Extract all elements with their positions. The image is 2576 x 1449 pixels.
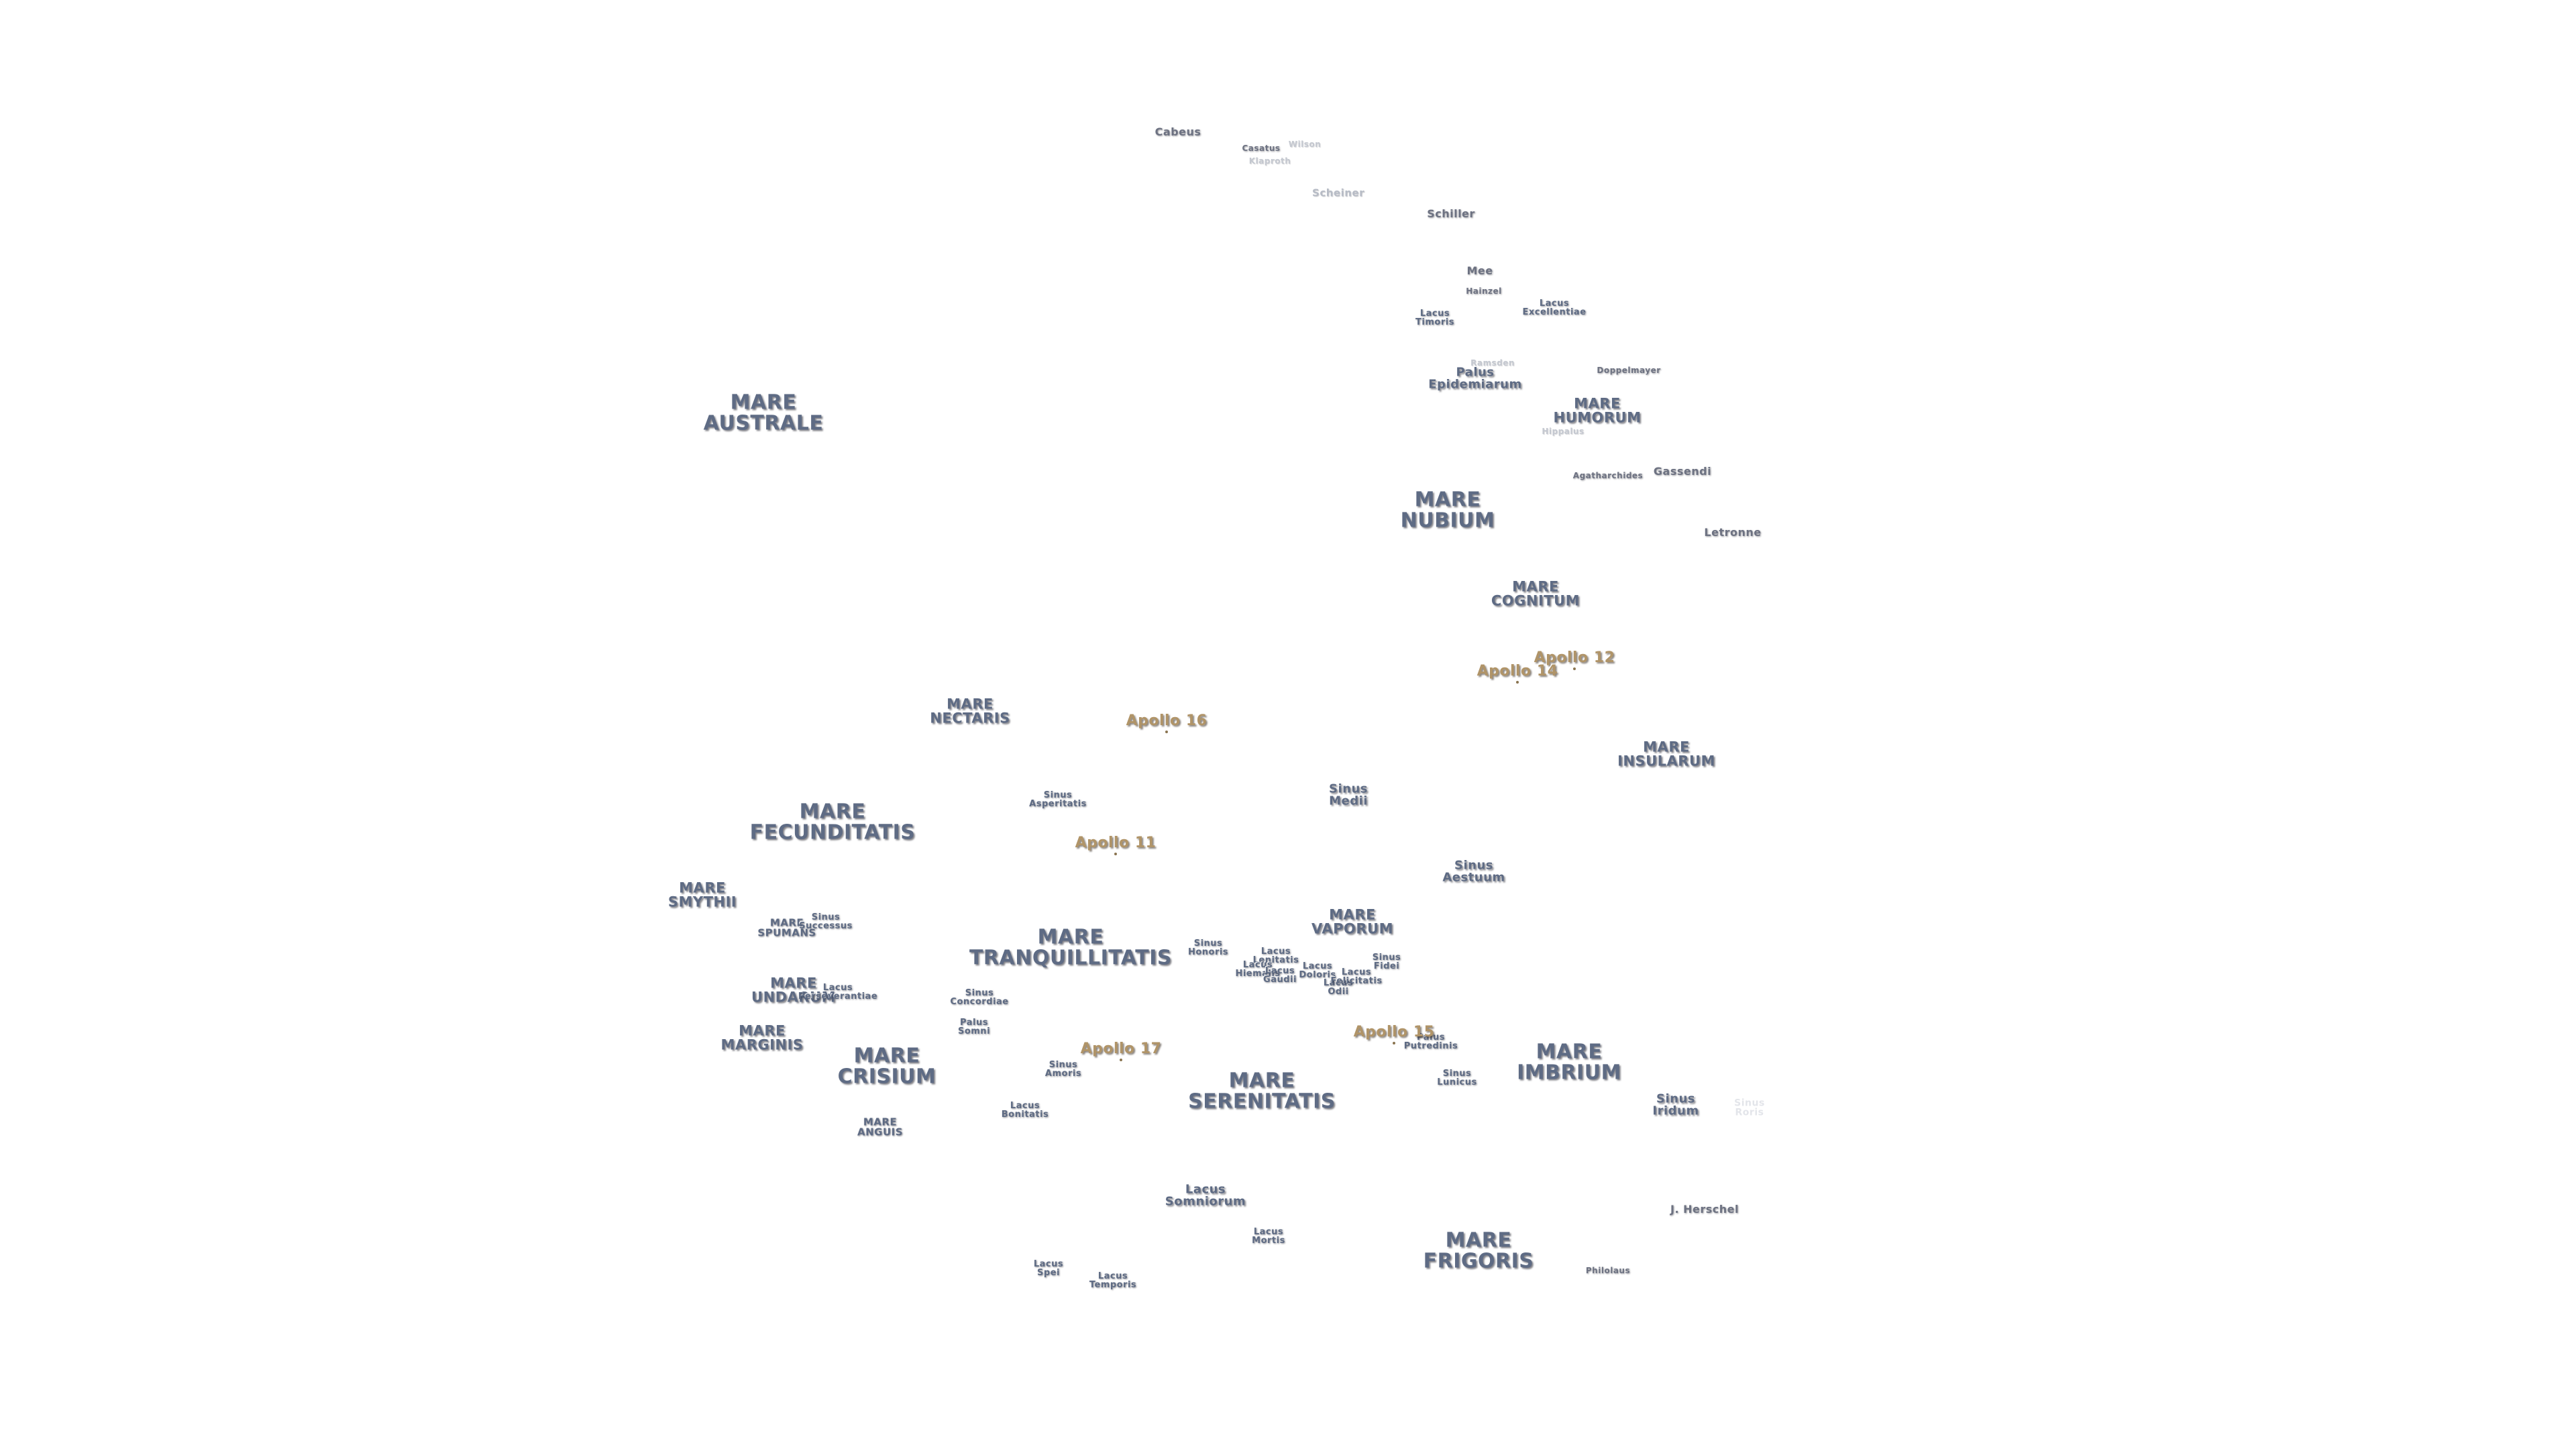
feature-label-sinus-honoris: Sinus Honoris bbox=[1187, 938, 1229, 957]
landing-site-label-apollo-12: Apollo 12 bbox=[1534, 649, 1615, 666]
feature-label-mare-nectaris: MARE NECTARIS bbox=[930, 696, 1010, 727]
feature-label-lacus-bonitatis: Lacus Bonitatis bbox=[1001, 1100, 1049, 1120]
feature-label-agatharchides: Agatharchides bbox=[1572, 470, 1644, 480]
feature-label-palus-putredinis: Palus Putredinis bbox=[1403, 1032, 1458, 1051]
feature-label-lacus-felicitatis: Lacus Felicitatis bbox=[1330, 967, 1383, 986]
feature-label-lacus-somniorum: Lacus Somniorum bbox=[1165, 1182, 1246, 1209]
feature-label-sinus-medii: Sinus Medii bbox=[1329, 782, 1368, 808]
feature-label-sinus-fidei: Sinus Fidei bbox=[1372, 952, 1401, 971]
feature-label-mare-undarum: MARE UNDARUM bbox=[751, 975, 836, 1006]
feature-label-wilson: Wilson bbox=[1288, 139, 1322, 149]
feature-label-lacus-excellentiae: Lacus Excellentiae bbox=[1522, 298, 1587, 317]
feature-label-mare-fecunditatis: MARE FECUNDITATIS bbox=[749, 800, 916, 844]
landing-site-marker-apollo-14 bbox=[1516, 681, 1519, 684]
feature-label-sinus-successus: Sinus Successus bbox=[799, 912, 853, 931]
feature-label-hainzel: Hainzel bbox=[1466, 286, 1502, 296]
feature-label-mare-frigoris: MARE FRIGORIS bbox=[1423, 1228, 1534, 1273]
landing-site-marker-apollo-12 bbox=[1573, 667, 1576, 670]
landing-site-label-apollo-15: Apollo 15 bbox=[1353, 1023, 1435, 1040]
feature-label-mare-marginis: MARE MARGINIS bbox=[720, 1022, 804, 1053]
landing-site-label-apollo-17: Apollo 17 bbox=[1080, 1040, 1162, 1057]
feature-label-lacus-hiemalis: Lacus Hiemalis bbox=[1235, 959, 1281, 979]
feature-label-cabeus: Cabeus bbox=[1155, 125, 1201, 138]
feature-label-mare-crisium: MARE CRISIUM bbox=[837, 1044, 936, 1088]
landing-site-marker-apollo-17 bbox=[1120, 1059, 1122, 1061]
feature-label-letronne: Letronne bbox=[1704, 525, 1762, 539]
landing-site-marker-apollo-16 bbox=[1165, 731, 1168, 733]
feature-label-mare-nubium: MARE NUBIUM bbox=[1400, 488, 1495, 532]
landing-site-label-apollo-11: Apollo 11 bbox=[1075, 834, 1157, 851]
feature-label-mare-spumans: MARE SPUMANS bbox=[757, 916, 816, 939]
feature-label-palus-epidemiarum: Palus Epidemiarum bbox=[1428, 365, 1522, 392]
feature-label-mare-cognitum: MARE COGNITUM bbox=[1491, 578, 1580, 609]
feature-label-casatus: Casatus bbox=[1242, 143, 1281, 153]
feature-label-mare-tranquillitatis: MARE TRANQUILLITATIS bbox=[969, 925, 1173, 969]
feature-label-lacus-perseverantiae: Lacus Perseverantiae bbox=[798, 982, 878, 1002]
feature-label-sinus-asperitatis: Sinus Asperitatis bbox=[1029, 790, 1087, 809]
feature-label-mare-vaporum: MARE VAPORUM bbox=[1311, 906, 1393, 937]
feature-label-sinus-lunicus: Sinus Lunicus bbox=[1437, 1068, 1477, 1087]
feature-label-sinus-concordiae: Sinus Concordiae bbox=[950, 987, 1009, 1007]
feature-label-lacus-mortis: Lacus Mortis bbox=[1252, 1226, 1285, 1246]
feature-label-sinus-iridum: Sinus Iridum bbox=[1652, 1091, 1699, 1118]
feature-label-doppelmayer: Doppelmayer bbox=[1597, 365, 1661, 375]
feature-label-gassendi: Gassendi bbox=[1653, 464, 1712, 478]
feature-label-j-herschel: J. Herschel bbox=[1670, 1202, 1739, 1216]
feature-label-mare-anguis: MARE ANGUIS bbox=[857, 1116, 904, 1138]
feature-label-ramsden: Ramsden bbox=[1470, 358, 1515, 368]
feature-label-mare-smythii: MARE SMYTHII bbox=[667, 879, 737, 910]
landing-site-label-apollo-14: Apollo 14 bbox=[1477, 662, 1558, 680]
feature-label-schiller: Schiller bbox=[1427, 207, 1475, 220]
feature-label-lacus-timoris: Lacus Timoris bbox=[1415, 308, 1454, 327]
feature-label-klaproth: Klaproth bbox=[1248, 156, 1291, 166]
feature-label-lacus-lenitatis: Lacus Lenitatis bbox=[1252, 946, 1299, 965]
landing-site-label-apollo-16: Apollo 16 bbox=[1126, 712, 1208, 729]
feature-label-mee: Mee bbox=[1466, 264, 1493, 277]
feature-label-mare-imbrium: MARE IMBRIUM bbox=[1517, 1040, 1621, 1084]
feature-label-hippalus: Hippalus bbox=[1542, 426, 1585, 436]
feature-label-lacus-temporis: Lacus Temporis bbox=[1089, 1271, 1137, 1290]
feature-label-lacus-spei: Lacus Spei bbox=[1033, 1258, 1064, 1278]
landing-site-marker-apollo-11 bbox=[1114, 853, 1117, 855]
feature-label-mare-australe: MARE AUSTRALE bbox=[703, 390, 824, 435]
feature-label-sinus-aestuum: Sinus Aestuum bbox=[1442, 858, 1505, 885]
feature-label-sinus-amoris: Sinus Amoris bbox=[1044, 1059, 1082, 1079]
feature-label-lacus-odii: Lacus Odii bbox=[1323, 977, 1354, 997]
feature-label-philolaus: Philolaus bbox=[1585, 1265, 1631, 1275]
feature-label-lacus-gaudii: Lacus Gaudii bbox=[1263, 965, 1297, 985]
feature-label-scheiner: Scheiner bbox=[1312, 186, 1364, 199]
feature-label-mare-humorum: MARE HUMORUM bbox=[1553, 395, 1642, 426]
feature-label-mare-serenitatis: MARE SERENITATIS bbox=[1188, 1069, 1336, 1113]
feature-label-sinus-roris: Sinus Roris bbox=[1734, 1097, 1765, 1118]
feature-label-palus-somni: Palus Somni bbox=[957, 1017, 991, 1036]
feature-label-mare-insularum: MARE INSULARUM bbox=[1617, 739, 1715, 769]
feature-label-lacus-doloris: Lacus Doloris bbox=[1299, 961, 1336, 980]
landing-site-marker-apollo-15 bbox=[1393, 1042, 1395, 1044]
